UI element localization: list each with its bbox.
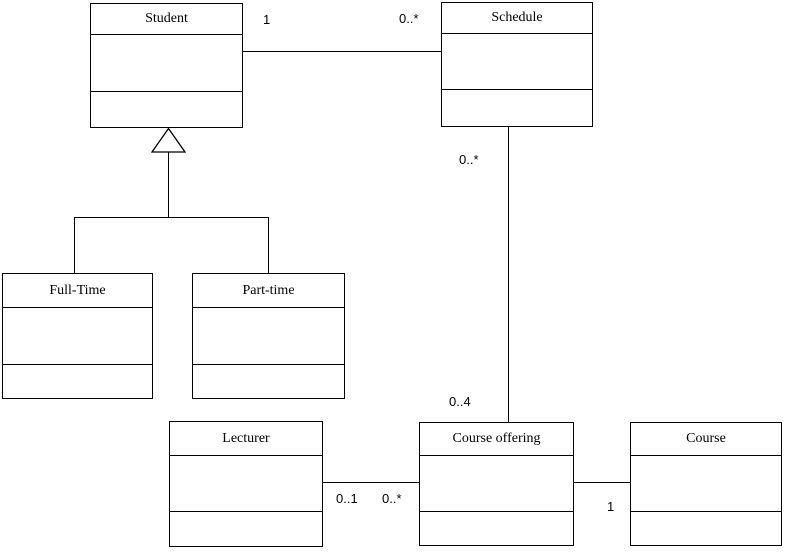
generalization-triangle-icon — [151, 127, 186, 153]
multiplicity-lecturer-end: 0..1 — [336, 491, 358, 506]
class-box-schedule: Schedule — [441, 2, 593, 127]
operations-compartment — [442, 90, 592, 126]
attributes-compartment — [170, 456, 322, 512]
attributes-compartment — [631, 456, 781, 512]
attributes-compartment — [91, 35, 242, 92]
operations-compartment — [3, 365, 152, 398]
class-box-full-time: Full-Time — [2, 273, 153, 399]
association-student-schedule — [243, 51, 441, 52]
multiplicity-course-end: 1 — [607, 499, 615, 514]
class-name-part-time: Part-time — [193, 274, 344, 308]
attributes-compartment — [442, 34, 592, 90]
class-box-lecturer: Lecturer — [169, 421, 323, 547]
operations-compartment — [631, 512, 781, 545]
association-course-offering-course — [574, 482, 630, 483]
class-name-student: Student — [91, 4, 242, 35]
class-box-student: Student — [90, 3, 243, 128]
class-name-course-offering: Course offering — [420, 423, 573, 456]
class-name-course: Course — [631, 423, 781, 456]
association-lecturer-course-offering — [323, 482, 419, 483]
operations-compartment — [91, 92, 242, 127]
generalization-line-part-time — [268, 218, 269, 273]
attributes-compartment — [3, 308, 152, 365]
generalization-crossbar-line — [74, 217, 269, 218]
multiplicity-schedule-end: 0..* — [399, 11, 419, 26]
association-schedule-course-offering — [508, 127, 509, 422]
multiplicity-course-offering-end: 0..* — [382, 491, 402, 506]
class-name-schedule: Schedule — [442, 3, 592, 34]
operations-compartment — [420, 512, 573, 545]
multiplicity-course-offering-end-vertical: 0..4 — [449, 394, 471, 409]
generalization-line-full-time — [74, 218, 75, 273]
operations-compartment — [193, 365, 344, 398]
class-box-part-time: Part-time — [192, 273, 345, 399]
class-box-course-offering: Course offering — [419, 422, 574, 546]
class-name-full-time: Full-Time — [3, 274, 152, 308]
generalization-stem-line — [168, 152, 169, 217]
class-name-lecturer: Lecturer — [170, 422, 322, 456]
attributes-compartment — [420, 456, 573, 512]
multiplicity-student-end: 1 — [263, 12, 271, 27]
class-box-course: Course — [630, 422, 782, 546]
attributes-compartment — [193, 308, 344, 365]
multiplicity-schedule-end-vertical: 0..* — [459, 152, 479, 167]
operations-compartment — [170, 512, 322, 546]
